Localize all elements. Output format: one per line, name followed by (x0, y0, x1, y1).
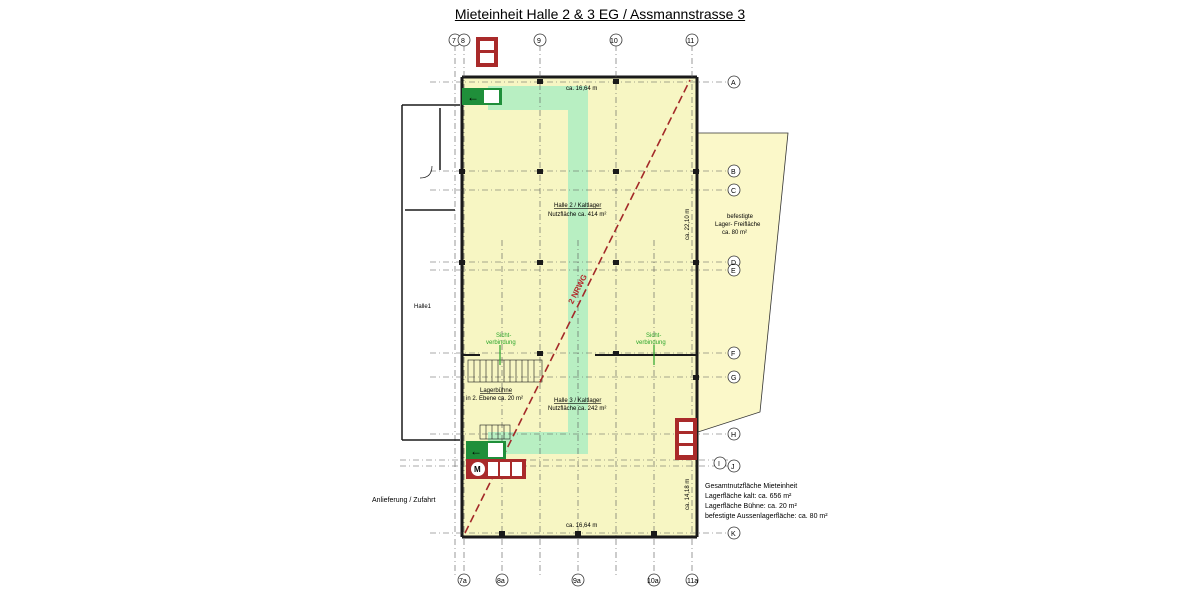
dim-bottom-width: ca. 16,64 m (566, 523, 597, 529)
axis-right-E: E (731, 268, 736, 275)
axis-right-K: K (731, 531, 736, 538)
axis-bottom-10a: 10a (647, 578, 659, 585)
sightline-left-label-1: Sicht- (496, 333, 511, 339)
freiflaeche-line-3: ca. 80 m² (722, 230, 747, 236)
plan-title: Mieteinheit Halle 2 & 3 EG / Assmannstra… (454, 6, 746, 22)
emergency-exit-sign-bottom: ← (466, 441, 506, 459)
emergency-exit-sign-top: ← (462, 88, 502, 105)
axis-right-B: B (731, 169, 736, 176)
summary-line-3: befestigte Aussenlagerfläche: ca. 80 m² (705, 513, 828, 520)
right-axis-markers (713, 75, 741, 540)
summary-line-2: Lagerfläche Bühne: ca. 20 m² (705, 503, 798, 510)
axis-right-H: H (731, 432, 736, 439)
axis-right-A: A (731, 80, 736, 87)
axis-top-9: 9 (537, 38, 541, 45)
sightline-right-label-2: verbindung (636, 340, 666, 346)
fire-equipment-sign-bottom: M (466, 459, 526, 479)
fire-equipment-sign-right (675, 418, 697, 460)
axis-bottom-7a: 7a (459, 578, 467, 585)
summary-line-1: Lagerfläche kalt: ca. 656 m² (705, 493, 792, 500)
svg-text:←: ← (470, 444, 482, 458)
freiflaeche-line-2: Lager- Freifläche (715, 222, 761, 228)
dim-top-width: ca. 16,64 m (566, 86, 597, 92)
axis-right-C: C (731, 188, 736, 195)
outer-walls (460, 75, 699, 539)
bottom-axis-markers (457, 573, 699, 587)
fire-equipment-sign-top (476, 37, 498, 67)
sightline-right-label-1: Sicht- (646, 333, 661, 339)
sightline-markers (499, 345, 655, 365)
halle2-name: Halle 2 / Kaltlager (554, 203, 601, 209)
axis-top-10: 10 (610, 38, 618, 45)
axis-right-I: I (718, 461, 720, 468)
lagerbuehne-stairs (467, 359, 543, 440)
halle1-label: Halle1 (414, 304, 432, 310)
columns (459, 79, 699, 536)
dim-upper-depth: ca. 22,10 m (685, 209, 691, 240)
sightline-left-label-2: verbindung (486, 340, 516, 346)
axis-bottom-11a: 11a (687, 578, 698, 585)
buehne-area: in 2. Ebene ca. 20 m² (466, 396, 523, 402)
halle3-name: Halle 3 / Kaltlager (554, 398, 601, 404)
dim-lower-depth: ca. 14,18 m (685, 479, 691, 510)
outdoor-storage-area (697, 132, 789, 433)
svg-text:←: ← (467, 90, 479, 104)
axis-right-G: G (731, 375, 736, 382)
halle2-area: Nutzfläche ca. 414 m² (548, 212, 606, 218)
delivery-access-label: Anlieferung / Zufahrt (372, 497, 435, 504)
buehne-name: Lagerbühne (480, 388, 513, 394)
halle3-area: Nutzfläche ca. 242 m² (548, 406, 606, 412)
svg-text:M: M (474, 465, 481, 474)
axis-right-F: F (731, 351, 735, 358)
axis-bottom-8a: 8a (497, 578, 505, 585)
axis-top-8: 8 (461, 38, 465, 45)
freiflaeche-line-1: befestigte (727, 214, 754, 220)
vertical-gridlines (454, 45, 693, 575)
axis-bottom-9a: 9a (573, 578, 581, 585)
top-axis-markers (448, 33, 699, 47)
summary-heading: Gesamtnutzfläche Mieteinheit (705, 483, 797, 490)
axis-top-7: 7 (452, 38, 456, 45)
axis-right-D: D (731, 260, 736, 267)
neighbour-building-halle1 (401, 104, 460, 441)
axis-right-J: J (731, 464, 735, 471)
axis-top-11: 11 (687, 38, 694, 45)
